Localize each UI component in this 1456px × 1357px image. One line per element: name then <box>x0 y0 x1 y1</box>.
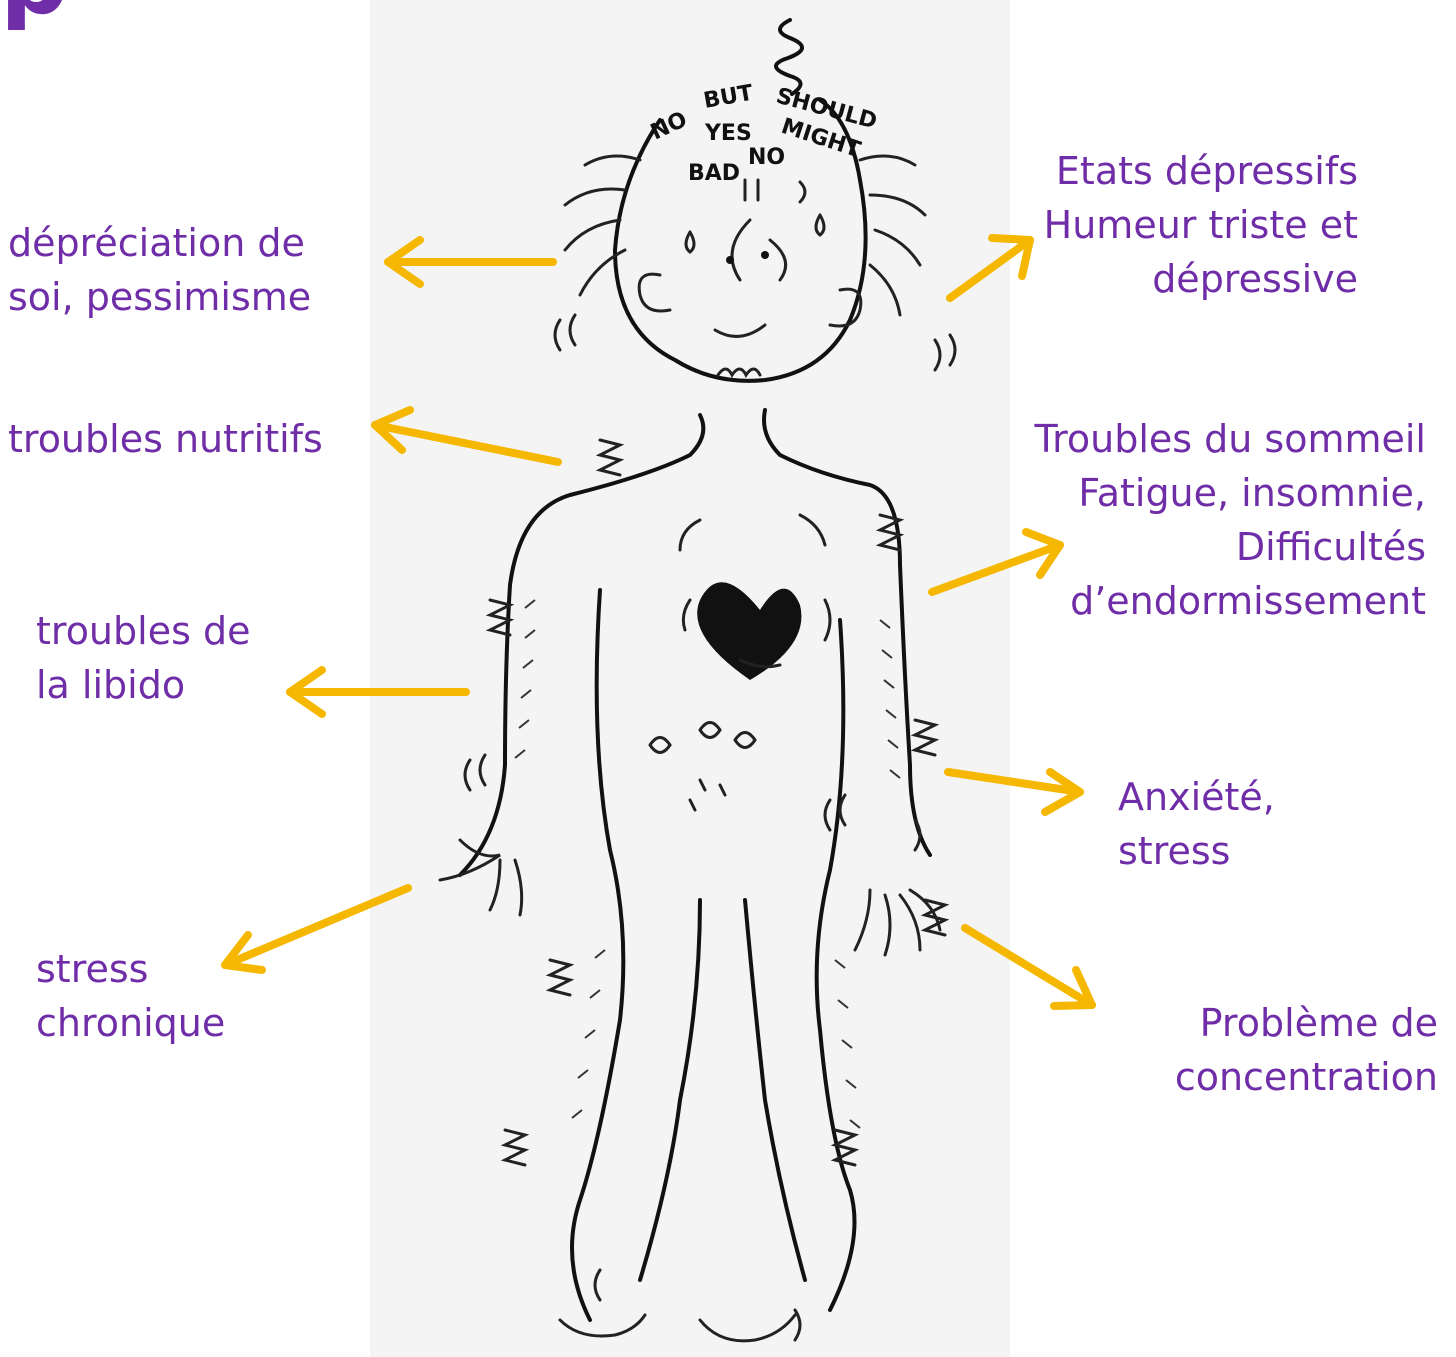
paper-background <box>370 0 1010 1357</box>
label-depreciation-line-1: dépréciation de <box>8 216 311 270</box>
label-sleep-line-4: d’endormissement <box>1034 574 1426 628</box>
label-libido-line-1: troubles de <box>36 604 250 658</box>
pupil-left <box>726 256 734 264</box>
label-sleep-line-3: Difficultés <box>1034 520 1426 574</box>
label-sleep: Troubles du sommeil Fatigue, insomnie, D… <box>1034 412 1426 628</box>
label-depressive: Etats dépressifs Humeur triste et dépres… <box>1044 144 1358 306</box>
label-nutrition-line-1: troubles nutritifs <box>8 412 323 466</box>
pupil-right <box>761 251 769 259</box>
label-depressive-line-2: Humeur triste et <box>1044 198 1358 252</box>
label-anxiety-line-1: Anxiété, <box>1118 770 1275 824</box>
head-word-bad: BAD <box>688 161 740 186</box>
label-depressive-line-1: Etats dépressifs <box>1044 144 1358 198</box>
label-depreciation: dépréciation de soi, pessimisme <box>8 216 311 324</box>
label-depressive-line-3: dépressive <box>1044 252 1358 306</box>
label-libido: troubles de la libido <box>36 604 250 712</box>
label-concentration: Problème de concentration <box>1175 996 1438 1104</box>
label-concentration-line-2: concentration <box>1175 1050 1438 1104</box>
label-depreciation-line-2: soi, pessimisme <box>8 270 311 324</box>
head-word-yes: YES <box>704 121 752 146</box>
label-sleep-line-1: Troubles du sommeil <box>1034 412 1426 466</box>
label-anxiety-line-2: stress <box>1118 824 1275 878</box>
label-concentration-line-1: Problème de <box>1175 996 1438 1050</box>
label-chronic-stress-line-1: stress <box>36 942 225 996</box>
label-libido-line-2: la libido <box>36 658 250 712</box>
label-sleep-line-2: Fatigue, insomnie, <box>1034 466 1426 520</box>
label-chronic-stress-line-2: chronique <box>36 996 225 1050</box>
head-word-no-2: NO <box>748 145 785 170</box>
label-nutrition: troubles nutritifs <box>8 412 323 466</box>
label-chronic-stress: stress chronique <box>36 942 225 1050</box>
label-anxiety: Anxiété, stress <box>1118 770 1275 878</box>
